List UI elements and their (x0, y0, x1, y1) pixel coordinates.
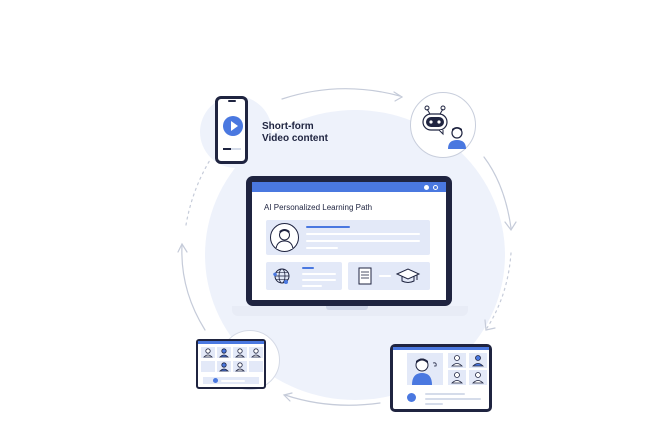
text-line (425, 393, 465, 395)
chat-bubble (410, 92, 476, 158)
book-icon (358, 267, 372, 285)
window-title: AI Personalized Learning Path (264, 203, 373, 212)
progress-bar-track (231, 148, 241, 150)
laptop-base (232, 306, 468, 316)
participant-tile[interactable] (201, 361, 215, 372)
text-line (302, 273, 336, 275)
person-icon (203, 348, 261, 372)
progress-bar (221, 380, 245, 382)
text-line (302, 285, 322, 287)
video-conference-window (196, 339, 266, 389)
phone-label-line2: Video content (262, 133, 328, 144)
window-dot-filled[interactable] (424, 185, 429, 190)
text-line (306, 247, 338, 249)
play-icon[interactable] (213, 378, 218, 383)
play-icon[interactable] (223, 116, 243, 136)
window-titlebar (198, 341, 264, 344)
arrow-right-icon (379, 275, 391, 277)
person-icon (451, 355, 484, 384)
window-titlebar (393, 347, 489, 350)
window-titlebar (252, 182, 446, 192)
player-bar[interactable] (203, 377, 259, 384)
speaker-tile[interactable] (407, 353, 443, 385)
window-dot-outline[interactable] (433, 185, 438, 190)
person-icon (448, 127, 466, 149)
globe-icon (273, 268, 290, 284)
text-line (306, 240, 420, 242)
user-avatar-icon (270, 223, 299, 252)
laptop-notch (326, 306, 368, 310)
text-line (306, 226, 350, 228)
phone-label-line1: Short-form (262, 121, 314, 132)
text-line (425, 403, 443, 405)
course-path-card[interactable] (348, 262, 430, 290)
text-line (302, 267, 314, 269)
learning-path-window: AI Personalized Learning Path (252, 182, 446, 300)
phone-device (215, 96, 248, 164)
robot-icon (422, 105, 448, 136)
tablet-device (390, 344, 492, 412)
text-line (425, 398, 481, 400)
person-icon (412, 358, 437, 385)
profile-card[interactable] (266, 220, 430, 255)
text-line (306, 233, 420, 235)
participant-tile[interactable] (249, 361, 263, 372)
phone-label: Short-form Video content (262, 121, 328, 145)
phone-notch (228, 100, 236, 102)
play-icon[interactable] (407, 393, 416, 402)
language-card[interactable] (266, 262, 342, 290)
graduation-cap-icon (395, 268, 421, 283)
progress-bar-fill (223, 148, 231, 150)
text-line (302, 279, 336, 281)
